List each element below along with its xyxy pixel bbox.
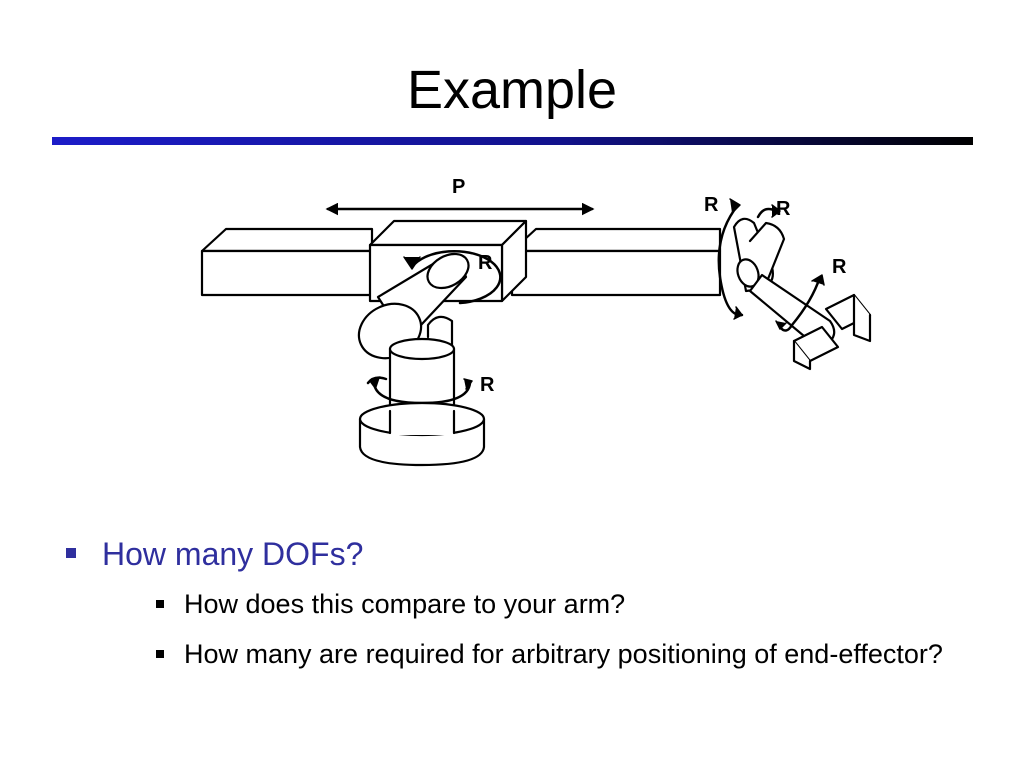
robot-arm-drawing: P R R R R R [200, 176, 872, 467]
sub-bullet-text: How many are required for arbitrary posi… [184, 639, 943, 669]
wrist-joint-1-label: R [704, 194, 719, 216]
sub-bullet-item: How does this compare to your arm? [102, 586, 964, 622]
sub-bullet-text: How does this compare to your arm? [184, 589, 626, 619]
prismatic-joint-label: P [452, 176, 465, 198]
base-joint-label: R [480, 374, 495, 396]
wrist-joint-3-label: R [832, 256, 847, 278]
wrist-rotation-1-arrow [717, 203, 744, 317]
sub-bullet-item: How many are required for arbitrary posi… [102, 636, 964, 672]
shoulder-rotation-arrow [410, 249, 502, 305]
bullet-square-icon [66, 548, 76, 558]
bullet-list: How many DOFs? How does this compare to … [64, 532, 964, 686]
robot-arm-diagram: P R R R R R [190, 165, 890, 485]
wrist-rotation-3-arrow [778, 275, 822, 332]
sub-bullet-square-icon [156, 600, 164, 608]
bullet-text: How many DOFs? [102, 536, 364, 572]
bullet-item: How many DOFs? How does this compare to … [64, 532, 964, 672]
gripper [792, 293, 872, 371]
slide-title: Example [406, 60, 618, 120]
shoulder-joint-label: R [478, 252, 493, 274]
sub-bullet-list: How does this compare to your arm? How m… [102, 586, 964, 672]
wrist-housing [732, 217, 786, 293]
sub-bullet-square-icon [156, 650, 164, 658]
base-disk [358, 401, 486, 467]
wrist-joint-2-label: R [776, 198, 791, 220]
title-rule [52, 137, 973, 145]
